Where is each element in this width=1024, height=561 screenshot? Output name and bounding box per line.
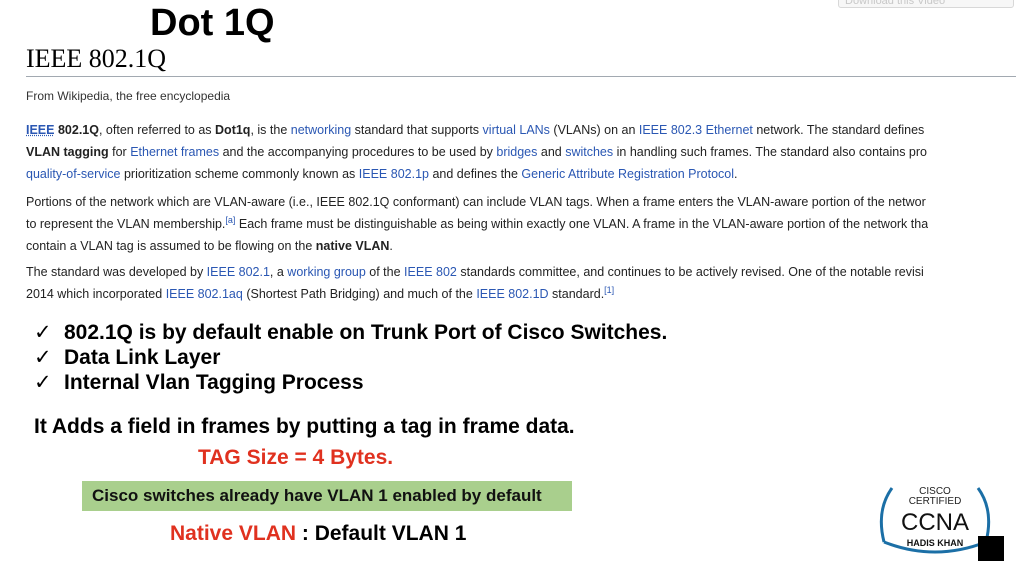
wiki-paragraph-1: IEEE 802.1Q, often referred to as Dot1q,… — [26, 119, 927, 185]
checklist-item-text: 802.1Q is by default enable on Trunk Por… — [64, 321, 668, 344]
wiki-article-title: IEEE 802.1Q — [26, 44, 167, 73]
wiki-title-divider — [26, 76, 1016, 77]
checklist-item: ✓ Data Link Layer — [34, 345, 667, 370]
text: and defines the — [428, 167, 522, 181]
link-networking[interactable]: networking — [290, 123, 352, 137]
paragraph-line: contain a VLAN tag is assumed to be flow… — [26, 235, 928, 257]
paragraph-line: Portions of the network which are VLAN-a… — [26, 195, 926, 209]
text: standard. — [548, 287, 605, 301]
feature-checklist: ✓ 802.1Q is by default enable on Trunk P… — [34, 320, 667, 395]
link-ieee[interactable]: IEEE — [26, 123, 55, 137]
text-bold: 802.1Q — [54, 123, 99, 137]
text: 2014 which incorporated — [26, 287, 166, 301]
link-bridges[interactable]: bridges — [496, 145, 538, 159]
text: in handling such frames. The standard al… — [613, 145, 927, 159]
text: . — [389, 239, 393, 253]
text: , often referred to as — [98, 123, 216, 137]
text: , is the — [250, 123, 291, 137]
footnote-a[interactable]: [a] — [225, 214, 236, 225]
native-vlan-note: Native VLAN : Default VLAN 1 — [170, 522, 466, 546]
logo-ccna-text: CCNA — [901, 509, 969, 536]
paragraph-line: to represent the VLAN membership.[a] Eac… — [26, 213, 928, 235]
link-ieee-802-1d[interactable]: IEEE 802.1D — [476, 287, 549, 301]
text: and the accompanying procedures to be us… — [219, 145, 497, 159]
text-bold: Dot1q — [215, 123, 251, 137]
text: to represent the VLAN membership. — [26, 217, 226, 231]
link-ieee-802-1p[interactable]: IEEE 802.1p — [358, 167, 429, 181]
link-ethernet[interactable]: Ethernet — [705, 123, 753, 137]
text: Each frame must be distinguishable as be… — [235, 217, 929, 231]
native-vlan-value: : Default VLAN 1 — [296, 522, 467, 545]
logo-hadis-khan-text: HADIS KHAN — [907, 538, 964, 548]
tag-size-note: TAG Size = 4 Bytes. — [198, 446, 394, 469]
text: prioritization scheme commonly known as — [120, 167, 359, 181]
paragraph-line: 2014 which incorporated IEEE 802.1aq (Sh… — [26, 283, 924, 305]
text: and — [537, 145, 566, 159]
check-icon: ✓ — [34, 346, 52, 369]
check-icon: ✓ — [34, 321, 52, 344]
text-bold: VLAN tagging — [26, 145, 109, 159]
wiki-paragraph-3: The standard was developed by IEEE 802.1… — [26, 261, 924, 305]
paragraph-line: IEEE 802.1Q, often referred to as Dot1q,… — [26, 119, 927, 141]
link-working-group[interactable]: working group — [287, 265, 366, 279]
checklist-item: ✓ 802.1Q is by default enable on Trunk P… — [34, 320, 667, 345]
logo-cisco-text: CISCO — [919, 486, 951, 497]
checklist-item: ✓ Internal Vlan Tagging Process — [34, 370, 667, 395]
link-ieee-802-1[interactable]: IEEE 802.1 — [206, 265, 270, 279]
logo-certified-text: CERTIFIED — [909, 496, 962, 507]
corner-block — [978, 536, 1004, 561]
slide-title: Dot 1Q — [150, 2, 275, 44]
wiki-subtitle: From Wikipedia, the free encyclopedia — [26, 89, 231, 103]
text: for — [108, 145, 131, 159]
footnote-1[interactable]: [1] — [604, 284, 615, 295]
text-bold: native VLAN — [315, 239, 390, 253]
text: contain a VLAN tag is assumed to be flow… — [26, 239, 316, 253]
native-vlan-label: Native VLAN — [170, 522, 297, 545]
link-ieee-802-1aq[interactable]: IEEE 802.1aq — [165, 287, 243, 301]
link-ieee-802[interactable]: IEEE 802 — [404, 265, 457, 279]
adds-field-note: It Adds a field in frames by putting a t… — [34, 415, 575, 438]
link-quality-of-service[interactable]: quality-of-service — [26, 167, 121, 181]
text: of the — [365, 265, 405, 279]
text: (VLANs) on an — [549, 123, 639, 137]
link-ethernet-frames[interactable]: Ethernet frames — [130, 145, 220, 159]
ccna-logo: CISCO CERTIFIED CCNA HADIS KHAN — [879, 486, 991, 554]
link-garp[interactable]: Generic Attribute Registration Protocol — [521, 167, 735, 181]
paragraph-line: The standard was developed by IEEE 802.1… — [26, 261, 924, 283]
link-virtual-lans[interactable]: virtual LANs — [482, 123, 550, 137]
download-video-button[interactable]: Download this Video — [838, 0, 1014, 8]
check-icon: ✓ — [34, 371, 52, 394]
text: network. The standard defines — [752, 123, 925, 137]
text: standard that supports — [351, 123, 483, 137]
text: (Shortest Path Bridging) and much of the — [242, 287, 477, 301]
paragraph-line: VLAN tagging for Ethernet frames and the… — [26, 141, 927, 163]
text: standards committee, and continues to be… — [456, 265, 924, 279]
text: , a — [269, 265, 288, 279]
vlan1-banner: Cisco switches already have VLAN 1 enabl… — [82, 481, 572, 511]
paragraph-line: quality-of-service prioritization scheme… — [26, 163, 927, 185]
text: . — [734, 167, 738, 181]
link-switches[interactable]: switches — [565, 145, 614, 159]
checklist-item-text: Internal Vlan Tagging Process — [64, 371, 364, 394]
text: The standard was developed by — [26, 265, 207, 279]
link-ieee-802-3[interactable]: IEEE 802.3 — [638, 123, 703, 137]
wiki-paragraph-2: Portions of the network which are VLAN-a… — [26, 191, 928, 257]
checklist-item-text: Data Link Layer — [64, 346, 221, 369]
